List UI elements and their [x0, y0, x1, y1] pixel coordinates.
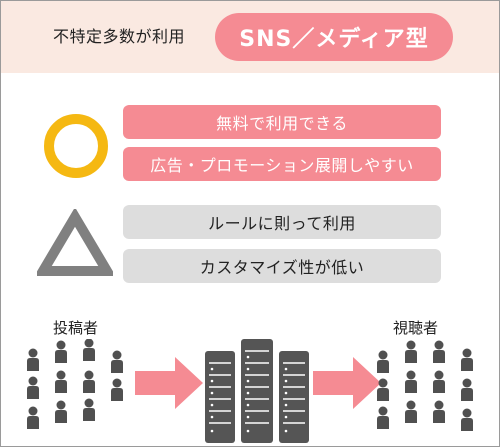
viewers-label: 視聴者: [393, 319, 439, 337]
header-band: 不特定多数が利用 SNS／メディア型: [1, 1, 499, 73]
pro-item-promotion: 広告・プロモーション展開しやすい: [123, 147, 441, 181]
con-item-rules: ルールに則って利用: [123, 205, 441, 239]
arrow-right-icon: [313, 357, 381, 409]
pro-item-free: 無料で利用できる: [123, 105, 441, 139]
viewers-group-icon: [377, 340, 473, 431]
server-icon: [205, 339, 309, 443]
triangle-icon: [37, 209, 113, 276]
header-label: 不特定多数が利用: [53, 27, 186, 46]
circle-icon: [44, 114, 108, 178]
arrow-right-icon: [135, 357, 203, 409]
con-item-customization: カスタマイズ性が低い: [123, 249, 441, 283]
posters-label: 投稿者: [53, 319, 99, 337]
posters-group-icon: [27, 339, 123, 429]
type-pill: SNS／メディア型: [215, 13, 453, 61]
